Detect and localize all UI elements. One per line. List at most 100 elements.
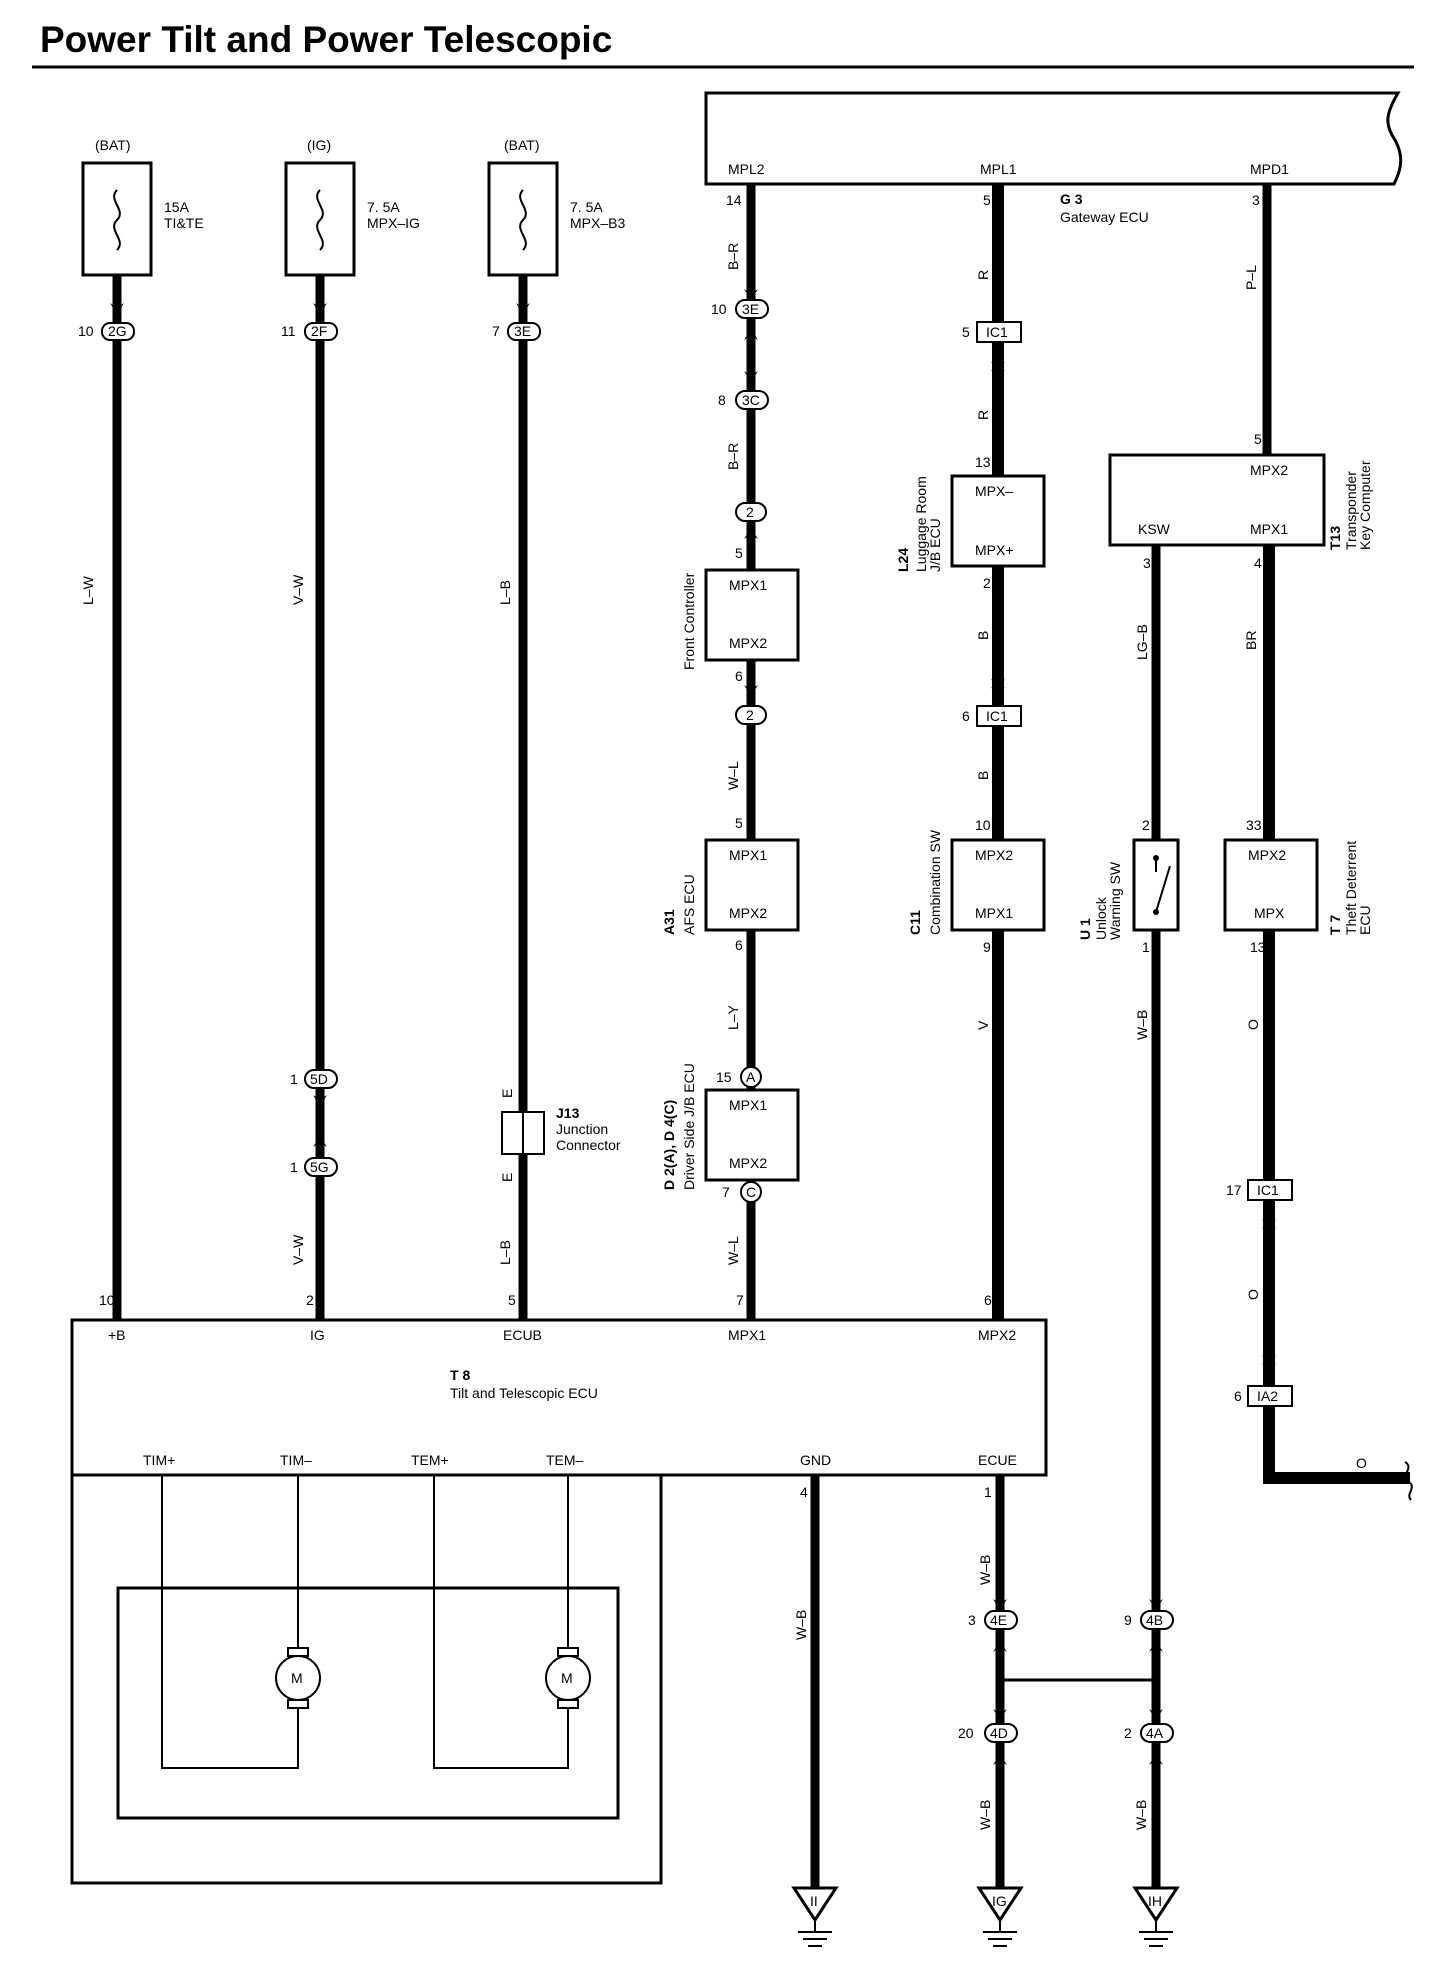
diagram-label: +B: [108, 1327, 126, 1343]
gateway-pin-num-14: 14: [726, 192, 742, 208]
diagram-label: 4: [1254, 555, 1262, 571]
diagram-label: 7: [492, 323, 500, 339]
diagram-label: MPX2: [729, 905, 767, 921]
diagram-label: TEM+: [411, 1452, 449, 1468]
diagram-label: Junction: [556, 1121, 608, 1137]
diagram-label: R: [975, 270, 991, 280]
diagram-label: J13: [556, 1105, 580, 1121]
diagram-label: 13: [1250, 939, 1266, 955]
diagram-label: MPX+: [975, 542, 1014, 558]
diagram-label: TIM+: [143, 1452, 175, 1468]
diagram-label: 5G: [310, 1159, 329, 1175]
diagram-label: Transponder: [1343, 471, 1359, 550]
diagram-label: IC1: [986, 708, 1008, 724]
diagram-label: 10: [99, 1292, 115, 1308]
diagram-label: 2: [746, 504, 754, 520]
diagram-label: 1: [1142, 939, 1150, 955]
diagram-label: Warning SW: [1107, 861, 1123, 940]
tilt-telescopic-ecu: 10 2 5 7 6 +B IG ECUB MPX1 MPX2 T 8 Tilt…: [70, 1292, 1048, 1885]
diagram-label: MPX2: [729, 635, 767, 651]
diagram-label: Unlock: [1093, 896, 1109, 940]
diagram-label: C11: [907, 910, 923, 935]
diagram-label: L–B: [497, 580, 513, 605]
gateway-ecu: MPL2 MPL1 MPD1 14 5 3 G 3 Gateway ECU: [704, 91, 1403, 225]
diagram-label: 1: [290, 1159, 298, 1175]
gateway-pin-num-5: 5: [983, 192, 991, 208]
diagram-label: IC1: [1257, 1182, 1279, 1198]
diagram-label: IH: [1148, 1893, 1162, 1909]
mpd1-chain: P–L MPX2 MPX1 KSW 5 4 3 T13 Transponder …: [1108, 265, 1413, 1501]
diagram-label: KSW: [1138, 521, 1171, 537]
diagram-label: MPX–B3: [570, 215, 625, 231]
diagram-label: B: [975, 771, 991, 780]
wires: [112, 184, 1410, 1890]
diagram-label: 15: [716, 1069, 732, 1085]
diagram-label: 11: [281, 323, 296, 339]
diagram-label: 1: [290, 1071, 298, 1087]
diagram-label: M: [561, 1670, 573, 1686]
diagram-label: GND: [800, 1452, 831, 1468]
diagram-label: 2: [746, 707, 754, 723]
diagram-label: W–B: [1134, 1010, 1150, 1040]
diagram-label: 5: [735, 545, 743, 561]
diagram-label: 7: [736, 1292, 744, 1308]
diagram-label: W–B: [1133, 1800, 1149, 1830]
diagram-label: 13: [975, 454, 991, 470]
diagram-label: LG–B: [1134, 624, 1150, 660]
ground-point-ii: II: [791, 1886, 839, 1947]
diagram-label: L24: [895, 548, 911, 572]
diagram-label: R: [975, 410, 991, 420]
diagram-label: E: [499, 1173, 515, 1182]
diagram-label: 4E: [990, 1612, 1007, 1628]
gateway-pin-mpl2: MPL2: [728, 161, 765, 177]
gateway-pin-num-3: 3: [1252, 192, 1260, 208]
diagram-label: 6: [1234, 1388, 1242, 1404]
ground-point-ih: IH: [1132, 1886, 1180, 1947]
diagram-label: 3C: [742, 392, 760, 408]
diagram-label: (IG): [307, 137, 331, 153]
fuse-ti-te: (BAT) 15A TI&TE 2G 10 L–W: [78, 137, 204, 605]
diagram-label: 5: [962, 324, 970, 340]
diagram-label: L–B: [497, 1240, 513, 1265]
mpl2-chain: B–R 3E 10 3C 8 B–R 2 MPX1 MPX2 5 6 Front…: [661, 243, 800, 1265]
diagram-label: Tilt and Telescopic ECU: [450, 1385, 598, 1401]
diagram-label: IC1: [986, 324, 1008, 340]
diagram-label: 10: [78, 323, 94, 339]
diagram-label: 2F: [311, 323, 327, 339]
diagram-label: 5: [508, 1292, 516, 1308]
diagram-label: 4A: [1146, 1725, 1164, 1741]
diagram-label: 3E: [742, 301, 759, 317]
diagram-label: TIM–: [280, 1452, 312, 1468]
diagram-label: 8: [718, 392, 726, 408]
ground-point-ig: IG: [976, 1886, 1024, 1947]
diagram-label: TEM–: [546, 1452, 584, 1468]
mpl1-chain: R IC1 5 R MPX– MPX+ 13 2 L24 Luggage Roo…: [895, 270, 1046, 1030]
diagram-label: J/B ECU: [927, 518, 943, 572]
diagram-label: MPX1: [975, 905, 1013, 921]
diagram-label: O: [1245, 1019, 1261, 1030]
diagram-label: II: [810, 1893, 818, 1909]
diagram-label: MPX2: [1248, 847, 1286, 863]
diagram-label: Theft Deterrent: [1343, 841, 1359, 935]
diagram-label: 7. 5A: [570, 199, 603, 215]
diagram-label: BR: [1243, 631, 1259, 650]
diagram-label: U 1: [1077, 918, 1093, 940]
diagram-label: E: [499, 1089, 515, 1098]
gateway-pin-mpl1: MPL1: [980, 161, 1017, 177]
ig-connectors: 5D 1 5G 1 V–W: [290, 1069, 338, 1265]
diagram-label: W–L: [725, 1236, 741, 1265]
gateway-code: G 3: [1060, 191, 1083, 207]
diagram-label: 2: [1124, 1725, 1132, 1741]
diagram-label: ECU: [1357, 905, 1373, 935]
diagram-label: V–W: [290, 574, 306, 605]
diagram-label: V: [975, 1020, 991, 1030]
diagram-label: 5: [735, 815, 743, 831]
diagram-label: D 2(A), D 4(C): [661, 1100, 677, 1190]
diagram-label: W–B: [977, 1555, 993, 1585]
diagram-label: 3: [1143, 555, 1151, 571]
j13-junction-connector: E E J13 Junction Connector L–B: [497, 1089, 621, 1265]
diagram-label: 3: [968, 1612, 976, 1628]
diagram-label: (BAT): [95, 137, 131, 153]
diagram-label: V–W: [290, 1234, 306, 1265]
diagram-label: 15A: [164, 199, 190, 215]
